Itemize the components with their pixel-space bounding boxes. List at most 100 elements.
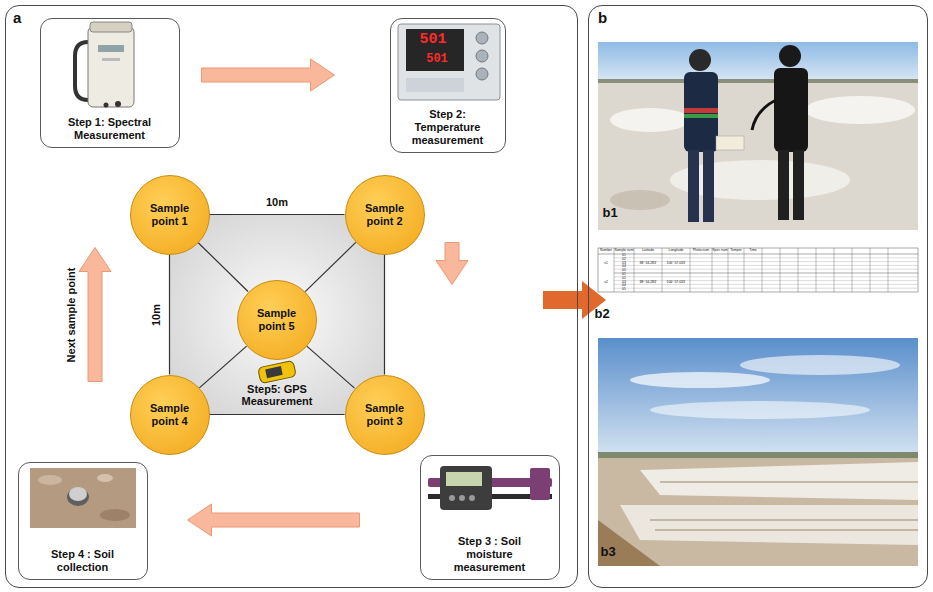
- sample-link-line: [199, 346, 246, 388]
- sample-point-label: Sample point 2: [356, 202, 414, 228]
- field-photo-b1-part: [779, 45, 801, 67]
- soil-sample-photo-part: [69, 487, 87, 501]
- step-arrow: [202, 59, 335, 91]
- step-arrow: [188, 504, 360, 536]
- panel-frame: b b1 b2 b3: [588, 5, 928, 588]
- moisture-meter-illustration-part: [459, 495, 465, 501]
- sample-square-part: [170, 215, 385, 415]
- spectrometer-illustration-part: [75, 42, 88, 100]
- sample-link-line: [169, 255, 170, 375]
- field-photo-b1-part: [684, 72, 718, 152]
- step-box: Step 1: Spectral Measurement: [40, 18, 180, 148]
- table-cell: 106° 57.033': [667, 281, 686, 285]
- moisture-meter-illustration-part: [446, 472, 482, 486]
- field-photo-b1-part: [688, 150, 699, 222]
- field-photo-b3-part: [598, 452, 918, 458]
- table-cell: 05: [622, 288, 626, 292]
- edge-label: 10m: [266, 195, 288, 208]
- table-cell: 106° 57.033': [667, 262, 686, 266]
- table-cell: Photo num: [693, 249, 709, 253]
- sample-link-line: [198, 243, 248, 292]
- panel-letter: a: [13, 9, 21, 26]
- sample-link-line: [384, 255, 385, 375]
- table-cell: Spec num: [712, 249, 727, 253]
- spectrometer-illustration: [75, 22, 134, 108]
- temperature-controller-illustration-part: [398, 24, 500, 100]
- table-cell: Latitude: [642, 249, 654, 253]
- field-photo-b1-part: [684, 108, 718, 113]
- table-cell: s2: [604, 281, 608, 285]
- temperature-controller-illustration-part: [406, 29, 464, 71]
- photo-panel: b2: [598, 248, 918, 292]
- field-photo-b1-part: [610, 190, 670, 210]
- gps-device-icon-part-part: [265, 366, 283, 378]
- moisture-meter-illustration-part: [469, 495, 475, 501]
- panel-letter: b: [598, 9, 607, 26]
- soil-sample-photo-part: [97, 474, 113, 482]
- field-photo-b1-part: [778, 150, 789, 220]
- field-photo-b3-part: [640, 462, 918, 500]
- field-photo-b1-part: [684, 114, 718, 118]
- table-cell: 38° 56.283': [639, 281, 656, 285]
- sample-point-label: Sample point 3: [356, 402, 414, 428]
- field-photo-b3-part: [598, 338, 918, 566]
- table-cell: Temper: [730, 249, 741, 253]
- moisture-meter-illustration-part: [530, 468, 550, 500]
- gps-device-icon: [258, 360, 297, 383]
- photo-panel: b3: [598, 338, 918, 566]
- panel-frame: aStep 1: Spectral MeasurementStep 2: Tem…: [5, 5, 578, 588]
- sample-link-line: [210, 214, 345, 215]
- soil-sample-photo-part: [30, 468, 136, 528]
- photo-panel: b1: [598, 42, 918, 230]
- temperature-controller-illustration-part: [476, 50, 488, 62]
- temperature-controller-illustration: [398, 24, 500, 100]
- sample-point-circle: Sample point 3: [345, 375, 425, 455]
- data-table-b2-part: [598, 248, 918, 292]
- field-photo-b1-part: [689, 49, 711, 71]
- table-cell: Sample num: [614, 249, 633, 253]
- soil-sample-photo-part: [100, 509, 130, 521]
- spectrometer-illustration-part: [88, 27, 134, 107]
- step-box: Step 4 : Soil collection: [18, 462, 148, 580]
- field-photo-b1-part: [793, 150, 804, 220]
- spectrometer-illustration-part: [98, 45, 124, 52]
- field-photo-b1-part: [610, 108, 690, 132]
- step-label: Step 4 : Soil collection: [37, 548, 129, 574]
- soil-sample-photo: [30, 468, 136, 528]
- gps-device-icon-part: [258, 360, 297, 383]
- spectrometer-illustration-part: [90, 22, 132, 32]
- data-table-b2: [598, 248, 918, 292]
- spectrometer-illustration-part: [115, 101, 121, 107]
- field-photo-b3-part: [650, 482, 918, 530]
- temperature-controller-illustration-part: [476, 32, 488, 44]
- field-photo-b3-part: [598, 520, 660, 566]
- field-photo-b1-part: [598, 42, 918, 82]
- moisture-meter-illustration: [428, 466, 552, 510]
- sample-point-circle: Sample point 5: [237, 280, 317, 360]
- step-label: Step 2: Temperature measurement: [408, 108, 488, 147]
- table-cell: s1: [604, 262, 608, 266]
- field-photo-b1-part: [805, 96, 915, 124]
- field-photo-b3-part: [598, 338, 918, 456]
- field-photo-b1-part: [774, 68, 808, 152]
- sample-point-circle: Sample point 1: [130, 175, 210, 255]
- sample-point-circle: Sample point 4: [130, 375, 210, 455]
- spectrometer-illustration-part: [104, 103, 109, 108]
- field-photo-b1-part: [598, 79, 918, 83]
- data-table-b2-part: [614, 258, 918, 288]
- field-photo-b3-part: [740, 355, 900, 375]
- gps-device-icon-part-part: [258, 360, 297, 383]
- sample-point-label: Sample point 1: [141, 202, 199, 228]
- moisture-meter-illustration-part: [449, 495, 455, 501]
- edge-label: Next sample point: [65, 267, 78, 362]
- sample-link-line: [210, 414, 345, 415]
- sample-link-line: [307, 346, 355, 388]
- sample-point-label: Sample point 5: [248, 307, 306, 333]
- sample-point-circle: Sample point 2: [345, 175, 425, 255]
- edge-label: 10m: [149, 303, 162, 325]
- table-cell: 38° 56.283': [639, 262, 656, 266]
- sample-square: [170, 215, 385, 415]
- soil-sample-photo-part: [38, 475, 62, 485]
